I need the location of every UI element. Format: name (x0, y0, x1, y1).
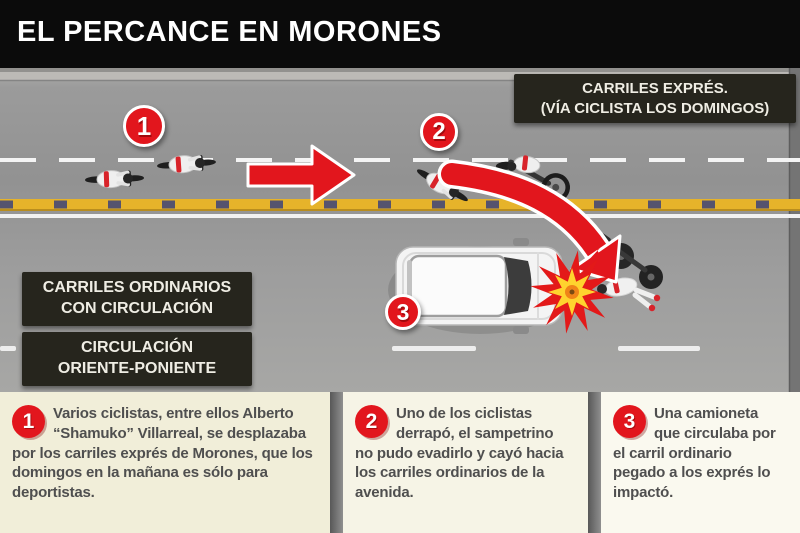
caption-text-3: Una camioneta que circulaba por el carri… (613, 405, 776, 502)
label-ordinary-line2: CON CIRCULACIÓN (61, 299, 213, 317)
van-top-view (388, 238, 572, 334)
step-1-badge: 1 (12, 405, 45, 438)
step-3-badge: 3 (613, 405, 646, 438)
label-direction-line2: ORIENTE-PONIENTE (57, 359, 217, 377)
caption-text-2: Uno de los ciclistas derrapó, el sampetr… (355, 405, 564, 502)
caption-panel-1: 1 Varios ciclistas, entre ellos Alberto … (0, 392, 330, 533)
label-direction-line1: CIRCULACIÓN (81, 339, 193, 356)
impact-starburst-icon (530, 250, 614, 334)
panel-divider (588, 392, 601, 533)
crash-path-arrow-icon (437, 159, 622, 284)
caption-panel-2: 2 Uno de los ciclistas derrapó, el sampe… (343, 392, 588, 533)
label-express-line1: CARRILES EXPRÉS. (582, 80, 728, 97)
label-ordinary-line1: CARRILES ORDINARIOS (42, 279, 232, 296)
curb-right (790, 68, 800, 392)
cyclist-fallen (597, 232, 663, 312)
step-2-badge: 2 (355, 405, 388, 438)
page-title: EL PERCANCE EN MORONES (17, 16, 442, 48)
direction-arrow-icon (246, 144, 356, 206)
label-traffic-direction: CIRCULACIÓN ORIENTE-PONIENTE (22, 332, 252, 386)
step-marker-3: 3 (385, 294, 421, 330)
label-express-lanes: CARRILES EXPRÉS. (VÍA CICLISTA LOS DOMIN… (514, 74, 796, 123)
road-scene: CARRILES EXPRÉS. (VÍA CICLISTA LOS DOMIN… (0, 68, 800, 392)
panel-divider (330, 392, 343, 533)
header-bar: EL PERCANCE EN MORONES (0, 0, 800, 68)
step-marker-1: 1 (123, 105, 165, 147)
caption-panel-3: 3 Una camioneta que circulaba por el car… (601, 392, 800, 533)
step-marker-2: 2 (420, 113, 458, 151)
label-ordinary-lanes: CARRILES ORDINARIOS CON CIRCULACIÓN (22, 272, 252, 326)
caption-panels: 1 Varios ciclistas, entre ellos Alberto … (0, 392, 800, 533)
label-express-line2: (VÍA CICLISTA LOS DOMINGOS) (540, 99, 770, 117)
lane-dashes (0, 346, 700, 351)
yellow-lane-separator (0, 199, 800, 218)
caption-text-1: Varios ciclistas, entre ellos Alberto “S… (12, 405, 313, 502)
